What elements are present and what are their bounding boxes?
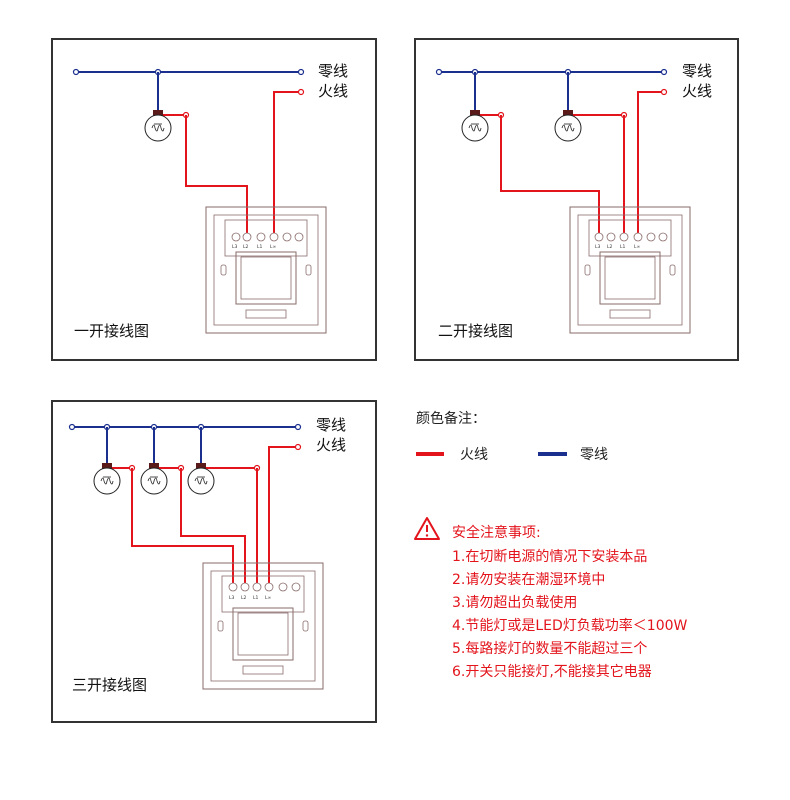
lamp-icon — [93, 463, 136, 495]
neutral-legend-label: 零线 — [580, 447, 608, 463]
terminal-label: L∞ — [270, 244, 277, 250]
neutral-label: 零线 — [682, 62, 712, 80]
safety-item: 2.请勿安装在潮湿环境中 — [452, 572, 605, 588]
panel-title: 二开接线图 — [438, 322, 513, 340]
lamp-icon — [140, 463, 185, 495]
lamp-icon — [554, 110, 628, 142]
terminal-label: L3 — [595, 244, 601, 250]
terminal-label: L∞ — [265, 595, 272, 601]
safety-item: 3.请勿超出负载使用 — [452, 594, 577, 611]
terminal-label: L2 — [607, 244, 613, 250]
panel-double-gang: 零线 火线 — [414, 38, 739, 361]
safety-item: 6.开关只能接灯,不能接其它电器 — [452, 663, 652, 680]
terminal-label: L3 — [229, 595, 235, 601]
terminal-label: L1 — [620, 244, 626, 250]
legend-title: 颜色备注： — [416, 410, 486, 427]
panel-frame — [51, 400, 377, 723]
safety-notes: 安全注意事项: 1.在切断电源的情况下安装本品 2.请勿安装在潮湿环境中 3.请… — [414, 517, 688, 680]
lamp-icon — [144, 110, 190, 142]
terminal-label: L3 — [232, 244, 238, 250]
terminal-label: L2 — [241, 595, 247, 601]
panel-frame — [51, 38, 377, 361]
neutral-label: 零线 — [316, 416, 346, 434]
live-feed — [273, 91, 301, 233]
panel-frame — [414, 38, 739, 361]
lamp-icon — [187, 463, 261, 495]
safety-item: 4.节能灯或是LED灯负载功率＜100W — [452, 617, 688, 634]
live-feed — [637, 91, 664, 233]
live-label: 火线 — [318, 82, 348, 100]
panel-triple-gang: 零线 火线 — [51, 400, 377, 723]
live-legend-label: 火线 — [460, 447, 488, 463]
neutral-label: 零线 — [318, 62, 348, 80]
switch-module: L3 L2 L1 L∞ — [205, 206, 327, 334]
panel-single-gang: 零线 火线 — [51, 38, 377, 361]
terminal-label: L1 — [253, 595, 259, 601]
safety-item: 1.在切断电源的情况下安装本品 — [452, 549, 647, 565]
lamp-icon — [461, 110, 505, 142]
live-label: 火线 — [316, 436, 346, 454]
panel-title: 三开接线图 — [72, 676, 147, 694]
terminal-label: L∞ — [634, 244, 641, 250]
terminal-label: L2 — [243, 244, 249, 250]
terminal-label: L1 — [257, 244, 263, 250]
safety-item: 5.每路接灯的数量不能超过三个 — [452, 640, 647, 657]
live-feed — [268, 446, 298, 583]
panel-title: 一开接线图 — [74, 322, 149, 340]
switch-module: L3 L2 L1 L∞ — [202, 562, 324, 690]
color-legend: 颜色备注： 火线 零线 — [416, 410, 608, 463]
safety-title: 安全注意事项: — [452, 524, 541, 541]
warning-triangle-icon — [414, 517, 440, 540]
switch-module: L3 L2 L1 L∞ — [569, 206, 691, 334]
live-label: 火线 — [682, 82, 712, 100]
